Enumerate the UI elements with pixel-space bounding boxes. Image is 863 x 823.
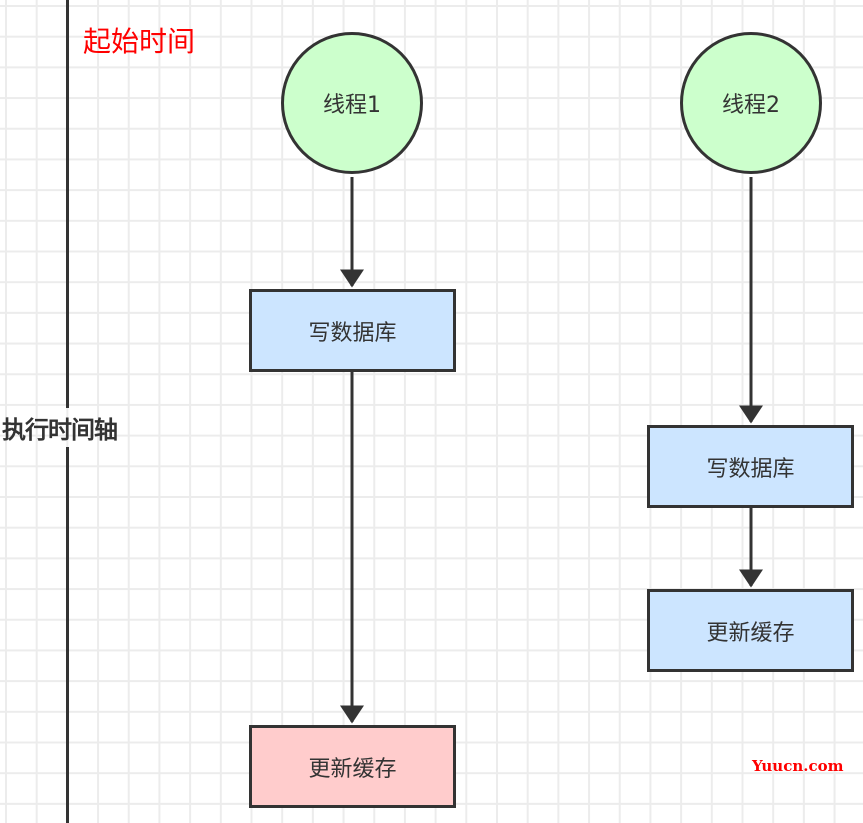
step-label: 更新缓存	[706, 620, 795, 646]
thread-2-label: 线程2	[722, 93, 780, 118]
timeline-axis-top	[66, 0, 69, 408]
thread-2-node: 线程2	[680, 32, 822, 174]
thread-2-update-cache-step: 更新缓存	[647, 589, 854, 672]
watermark: Yuucn.com	[752, 757, 844, 775]
thread-1-write-db-step: 写数据库	[249, 289, 456, 372]
thread-2-write-db-step: 写数据库	[647, 425, 854, 508]
thread-1-node: 线程1	[281, 32, 423, 174]
timeline-axis-label: 执行时间轴	[2, 416, 118, 444]
thread-1-label: 线程1	[323, 93, 381, 118]
step-label: 写数据库	[706, 456, 795, 482]
step-label: 写数据库	[308, 320, 397, 346]
thread-1-update-cache-step: 更新缓存	[249, 725, 456, 808]
step-label: 更新缓存	[308, 756, 397, 782]
timeline-axis-bottom	[66, 447, 69, 823]
start-time-label: 起始时间	[83, 25, 196, 58]
